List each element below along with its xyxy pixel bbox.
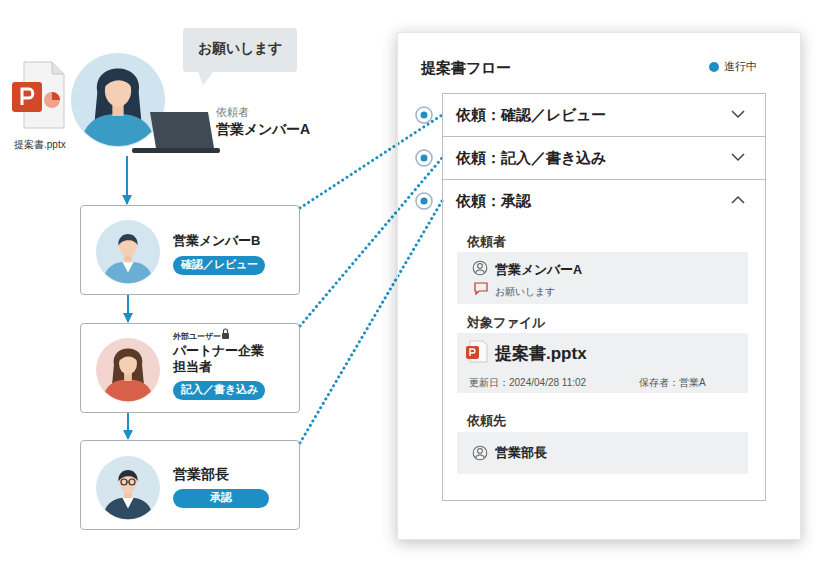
person-icon [473,446,487,460]
node-text: 依頼：確認／レビュー [456,106,606,124]
node-text: 営業メンバーB [173,233,260,249]
node-text: 保存者：営業A [639,377,706,389]
flow-arrow [126,156,128,204]
person-box: 営業メンバーB 確認／レビュー [80,205,300,295]
info-bg [457,252,748,304]
accordion-row: 依頼：承認依頼者対象ファイル依頼先 営業メンバーA お願いします提案書.pptx 更新… [442,179,766,501]
info-bg [457,333,748,393]
node-text: 提案書.pptx [495,344,587,364]
info-box: 営業部長 [459,434,750,476]
accordion-row: 依頼：記入／書き込み [442,136,766,180]
flow-panel: 提案書フロー依頼：確認／レビュー依頼：記入／書き込み依頼：承認依頼者対象ファイル… [397,32,801,540]
person-box: 外部ユーザーパートナー企業 担当者記入／書き込み [80,323,300,413]
node-text: 更新日：2024/04/28 11:02 [469,377,586,389]
step-marker [416,150,432,166]
status-text: 進行中 [724,60,757,73]
step-marker [416,107,432,123]
laptop [132,112,220,153]
node-text: 依頼者 [216,106,249,119]
person-box: 営業部長承認 [80,440,300,530]
avatar [80,69,155,149]
node-text: 営業部長 [495,446,547,461]
node-text: 外部ユーザー [173,332,221,342]
chevron [732,111,744,203]
node-text: 営業メンバーA [216,121,310,138]
comment-icon [475,283,487,294]
role-badge: 記入／書き込み [173,381,265,400]
step-marker [416,193,432,209]
node-text: 営業メンバーA [495,263,582,278]
node-text: 営業部長 [173,466,229,483]
node-text: 依頼先 [467,414,506,429]
info-box: 提案書.pptx 更新日：2024/04/28 11:02 保存者：営業A [459,335,750,395]
role-badge: 承認 [173,489,269,508]
node-text: 依頼：記入／書き込み [456,149,606,167]
node-text: 対象ファイル [467,316,545,331]
node-text: お願いします [495,286,555,298]
flow-arrow [127,295,129,322]
node-text: 依頼者 [467,235,506,250]
step-marker-dot [421,155,428,162]
bubble-tail [198,71,214,85]
flow-arrow [127,413,129,439]
step-marker-dot [421,112,428,119]
dotted-leader [300,115,442,208]
dotted-leader [300,158,442,326]
status-dot [709,62,719,72]
accordion-row: 依頼：確認／レビュー [442,93,766,137]
pptx-icon [12,62,64,128]
step-marker-dot [421,198,428,205]
node-text: 承認 [173,491,269,504]
node-text: 記入／書き込み [173,383,265,396]
node-text: お願いします [183,40,297,57]
avatar [102,470,153,521]
lock-icon [222,329,229,339]
glasses [121,479,135,485]
person-icon [473,261,487,275]
role-badge: 確認／レビュー [173,256,265,275]
node-text: 依頼：承認 [456,192,531,210]
speech-bubble: お願いします [183,28,297,72]
info-bg [457,432,748,474]
node-text: パートナー企業 担当者 [173,343,279,374]
info-box: 営業メンバーA お願いします [459,254,750,306]
node-text: 確認／レビュー [173,258,265,271]
avatar [102,234,153,285]
pptx-small-icon [466,341,487,362]
file-caption: 提案書.pptx [14,139,66,151]
avatar [102,349,153,404]
node-text: 提案書フロー [421,59,511,77]
dotted-leader [300,201,442,443]
